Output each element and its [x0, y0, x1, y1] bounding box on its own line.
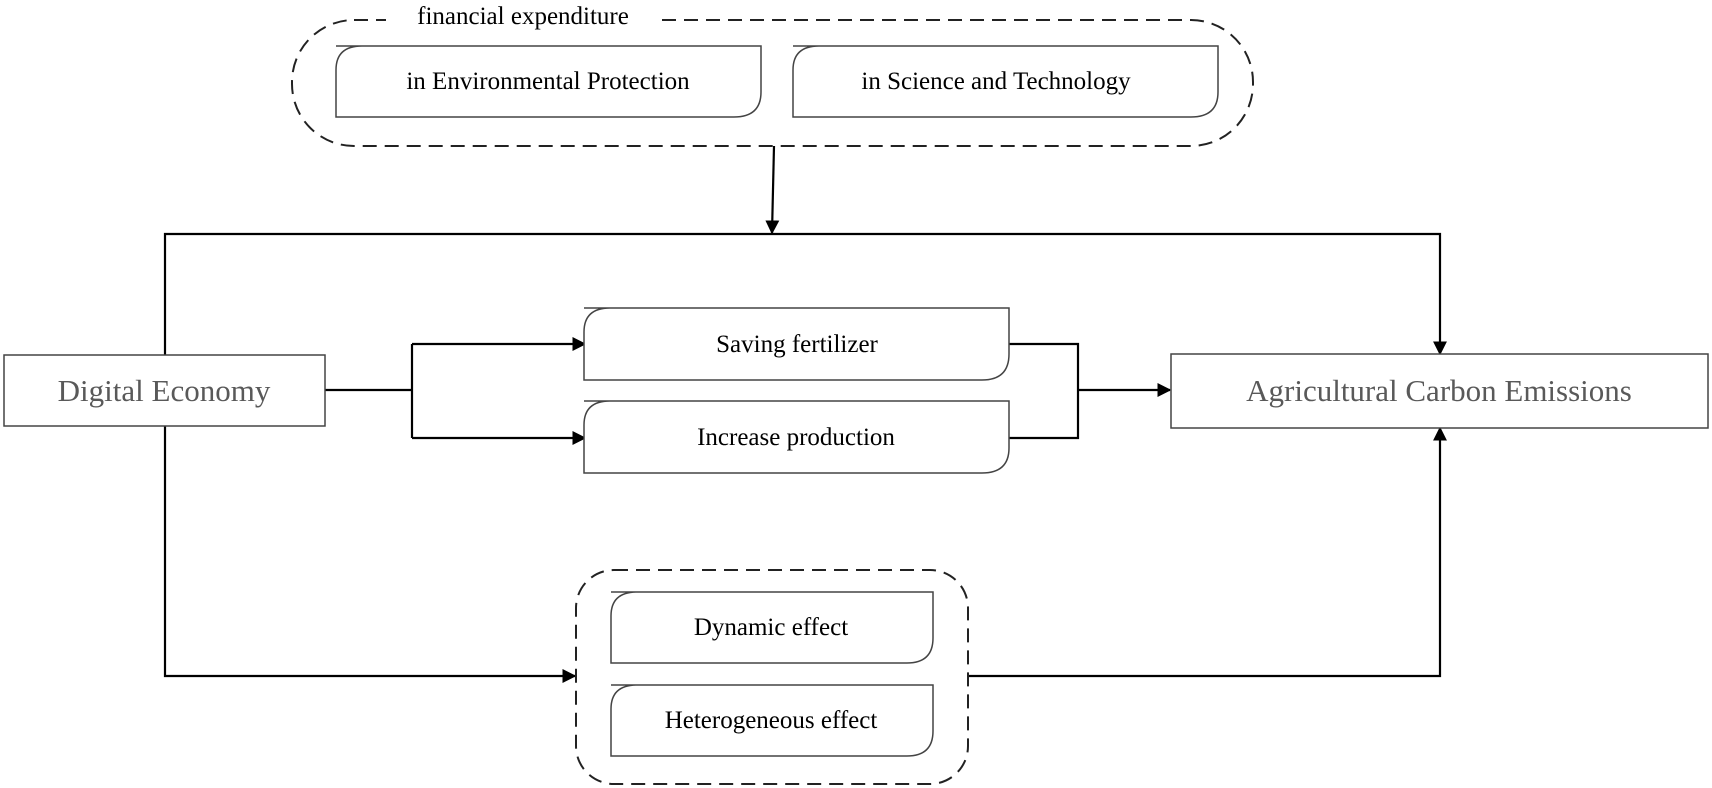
heterogeneous-effect-label: Heterogeneous effect [665, 707, 878, 734]
effects-group: Dynamic effect Heterogeneous effect [575, 569, 969, 785]
environmental-protection-label: in Environmental Protection [406, 68, 690, 95]
path-to-effects-group [163, 426, 577, 683]
increase-production-label: Increase production [697, 424, 895, 451]
science-technology-label: in Science and Technology [861, 68, 1131, 95]
financial-expenditure-dashed-border [291, 19, 1254, 147]
mediation-merge [1009, 342, 1080, 440]
carbon-emissions-label: Agricultural Carbon Emissions [1246, 373, 1632, 408]
connectors [163, 145, 1447, 683]
dynamic-effect-label: Dynamic effect [694, 614, 848, 641]
path-from-effects-group [968, 426, 1447, 678]
carbon-emissions-box [1170, 353, 1709, 429]
mediation-trunk [325, 344, 414, 438]
saving-fertilizer-label: Saving fertilizer [716, 331, 878, 358]
mediators-group: Saving fertilizer Increase production [583, 307, 1010, 474]
saving-fertilizer-box [583, 307, 1010, 381]
financial-expenditure-title: financial expenditure [417, 3, 629, 30]
moderation-arrow [765, 145, 780, 235]
digital-economy-label: Digital Economy [58, 373, 271, 408]
carbon-emissions-node: Agricultural Carbon Emissions [1170, 353, 1709, 429]
effects-dashed-border [575, 569, 969, 785]
digital-economy-node: Digital Economy [3, 354, 326, 427]
increase-production-box [583, 400, 1010, 474]
heterogeneous-effect-box [610, 684, 934, 757]
financial-expenditure-group: financial expenditure in Environmental P… [291, 3, 1254, 147]
environmental-protection-box [335, 45, 762, 118]
digital-economy-box [3, 354, 326, 427]
science-technology-box [792, 45, 1219, 118]
dynamic-effect-box [610, 591, 934, 664]
direct-effect-path [163, 232, 1447, 356]
